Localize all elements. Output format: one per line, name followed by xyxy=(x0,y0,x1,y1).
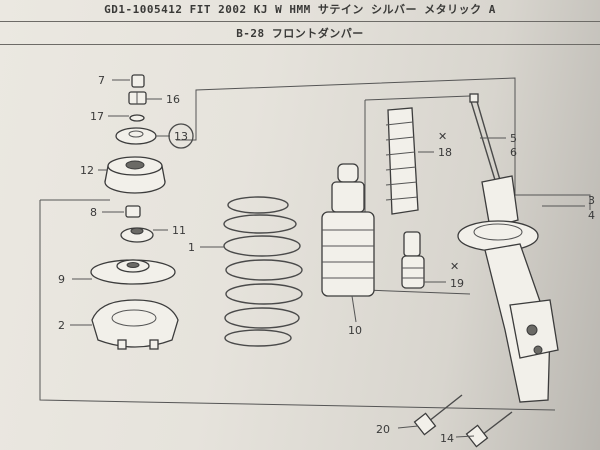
header-divider xyxy=(0,21,600,22)
callout-13: 13 xyxy=(174,130,188,143)
part-dust-boot-10[interactable] xyxy=(321,163,375,297)
part-nut-7[interactable] xyxy=(131,74,145,88)
part-coil-spring-1[interactable] xyxy=(223,196,303,347)
callout-19: 19 xyxy=(450,277,464,290)
section-title: B-28 フロントダンパー xyxy=(236,27,364,40)
part-mount-base-2[interactable] xyxy=(91,299,179,350)
marker-x-lower: ✕ xyxy=(450,260,459,273)
part-upper-mount-12[interactable] xyxy=(104,156,166,194)
part-boot-18[interactable] xyxy=(385,107,419,215)
callout-8: 8 xyxy=(90,206,97,219)
callout-7: 7 xyxy=(98,74,105,87)
part-strut-assembly-3[interactable] xyxy=(457,93,559,403)
callout-5: 5 xyxy=(510,132,517,145)
part-nut-8[interactable] xyxy=(125,205,141,218)
part-bolt-14[interactable] xyxy=(465,411,513,448)
callout-1: 1 xyxy=(188,241,195,254)
callout-2: 2 xyxy=(58,319,65,332)
leader-lines xyxy=(70,79,585,438)
marker-x-upper: ✕ xyxy=(438,130,447,143)
callout-3: 3 xyxy=(588,194,595,207)
callout-4: 4 xyxy=(588,209,595,222)
part-mount-washer-13[interactable] xyxy=(115,127,157,145)
part-bump-stop-19[interactable] xyxy=(401,231,425,289)
callout-16: 16 xyxy=(166,93,180,106)
section-divider xyxy=(0,44,600,45)
callout-6: 6 xyxy=(510,146,517,159)
part-spring-seat-9[interactable] xyxy=(90,259,176,285)
callout-10: 10 xyxy=(348,324,362,337)
callout-20: 20 xyxy=(376,423,390,436)
part-bushing-11[interactable] xyxy=(120,227,154,243)
callout-17: 17 xyxy=(90,110,104,123)
callout-18: 18 xyxy=(438,146,452,159)
callout-11: 11 xyxy=(172,224,186,237)
callout-14: 14 xyxy=(440,432,454,445)
part-bolt-20[interactable] xyxy=(413,394,463,436)
model-info-line: GD1-1005412 FIT 2002 KJ W HMM サテイン シルバー … xyxy=(104,3,496,16)
part-nut-16[interactable] xyxy=(128,91,147,105)
callout-12: 12 xyxy=(80,164,94,177)
highlight-circle xyxy=(168,123,194,149)
callout-9: 9 xyxy=(58,273,65,286)
part-washer-17[interactable] xyxy=(129,114,145,122)
